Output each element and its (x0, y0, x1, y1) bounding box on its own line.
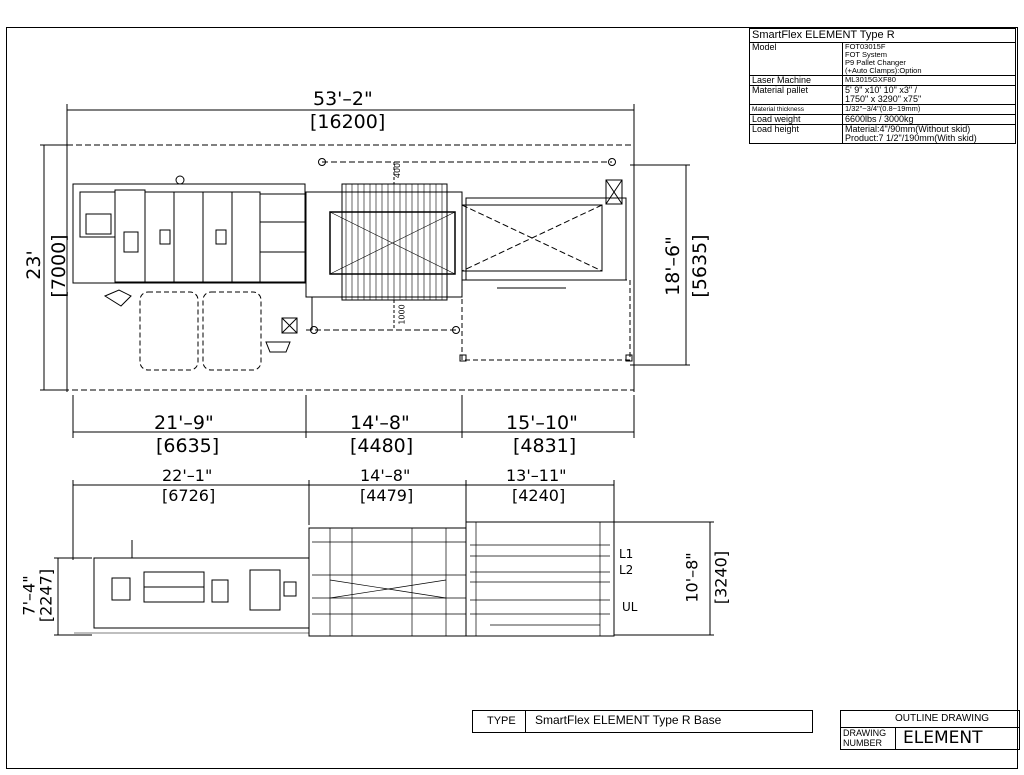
spec-value-load-height: Material:4"/90mm(Without skid) Product:7… (842, 124, 1016, 144)
plan-overall-width-mm: [7000] (48, 234, 70, 298)
plan-segment-1-mm: [6635] (156, 435, 220, 457)
elev-segment-3-mm: [4240] (512, 486, 566, 505)
drawing-title: OUTLINE DRAWING (895, 713, 990, 724)
elev-segment-1-ft: 22'–1" (162, 466, 213, 485)
drawing-number-label: DRAWING NUMBER (843, 728, 887, 748)
plan-segment-3-ft: 15'–10" (506, 412, 578, 434)
spec-table: SmartFlex ELEMENT Type R Model FOT03015F… (749, 28, 1016, 144)
plan-segment-2-mm: [4480] (350, 435, 414, 457)
spec-key-load-height: Load height (749, 124, 843, 144)
plan-right-width: 18'–6" (662, 236, 684, 296)
drawing-frame (6, 27, 1018, 769)
level-label-ul: UL (622, 600, 638, 614)
level-label-l1: L1 (619, 547, 634, 561)
spec-key-model: Model (749, 42, 843, 76)
plan-segment-2-ft: 14'–8" (350, 412, 410, 434)
spec-value-load-weight: 6600lbs / 3000kg (842, 114, 1016, 125)
elev-right-height: 10'–8" (682, 552, 702, 603)
plan-overall-width: 23' (23, 250, 45, 280)
level-label-l2: L2 (619, 563, 634, 577)
plan-overall-length-mm: [16200] (310, 111, 386, 133)
spec-title: SmartFlex ELEMENT Type R (749, 28, 1016, 43)
type-box: TYPE SmartFlex ELEMENT Type R Base (472, 710, 813, 733)
plan-label-400: 400 (393, 162, 403, 179)
plan-right-width-mm: [5635] (689, 234, 711, 298)
drawing-number-box: OUTLINE DRAWING DRAWING NUMBER ELEMENT (840, 710, 1020, 750)
spec-key-load-weight: Load weight (749, 114, 843, 125)
plan-segment-1-ft: 21'–9" (154, 412, 214, 434)
type-label: TYPE (487, 715, 516, 727)
elev-left-height-mm: [2247] (36, 568, 56, 623)
spec-key-thickness: Material thickness (749, 104, 843, 115)
elev-right-height-mm: [3240] (711, 550, 731, 605)
drawing-number: ELEMENT (903, 728, 983, 748)
elev-segment-1-mm: [6726] (162, 486, 216, 505)
plan-label-1000: 1000 (397, 304, 407, 325)
spec-value-model: FOT03015F FOT System P9 Pallet Changer (… (842, 42, 1016, 76)
plan-overall-length: 53'–2" (313, 88, 373, 110)
type-value: SmartFlex ELEMENT Type R Base (535, 713, 722, 727)
spec-key-laser: Laser Machine (749, 75, 843, 86)
plan-segment-3-mm: [4831] (513, 435, 577, 457)
elev-segment-2-ft: 14'–8" (360, 466, 411, 485)
elev-segment-3-ft: 13'–11" (506, 466, 567, 485)
spec-value-thickness: 1/32"~3/4"(0.8~19mm) (842, 104, 1016, 115)
spec-key-pallet: Material pallet (749, 85, 843, 105)
spec-value-pallet: 5' 9" x10' 10" x3" / 1750" x 3290" x75" (842, 85, 1016, 105)
spec-value-laser: ML3015GXF80 (842, 75, 1016, 86)
elev-segment-2-mm: [4479] (360, 486, 414, 505)
